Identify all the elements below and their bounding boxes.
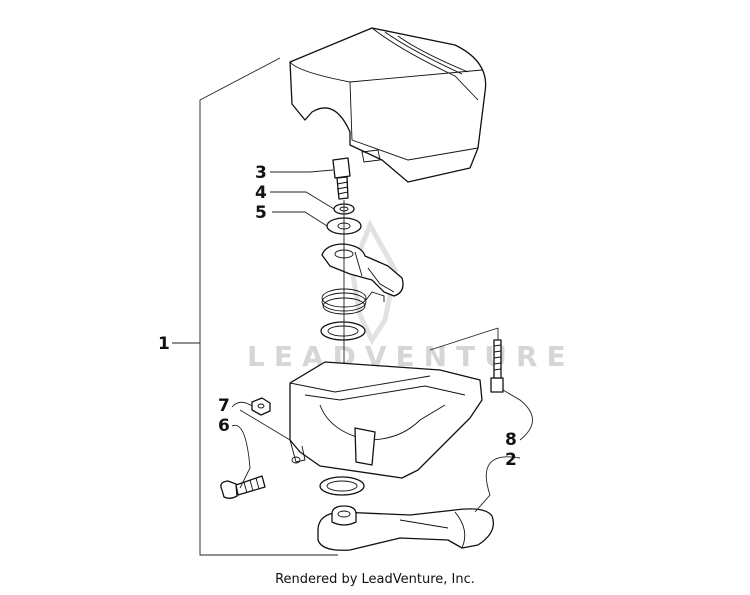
footer-credit: Rendered by LeadVenture, Inc. <box>275 572 475 587</box>
part-3-bolt <box>332 157 351 200</box>
callout-6: 6 <box>218 416 230 436</box>
part-8-screw <box>429 327 504 393</box>
callout-8: 8 <box>505 430 517 450</box>
upper-seal <box>320 321 366 341</box>
lower-housing <box>289 361 483 479</box>
part-2-throttle-lever <box>317 505 495 551</box>
callout-5: 5 <box>255 203 267 223</box>
part-6-carriage-bolt <box>220 475 266 499</box>
throttle-cam-plate <box>321 243 404 297</box>
leader-lines <box>231 169 533 513</box>
lower-seal <box>319 476 365 496</box>
torsion-spring <box>321 288 385 315</box>
watermark: LEADVENTURE <box>247 219 566 373</box>
callout-1: 1 <box>158 334 170 354</box>
callout-2: 2 <box>505 450 517 470</box>
callout-3: 3 <box>255 163 267 183</box>
assembly-bracket <box>172 57 338 556</box>
top-cover <box>289 27 487 183</box>
callout-4: 4 <box>255 183 267 203</box>
part-7-nut <box>251 397 271 416</box>
callout-7: 7 <box>218 396 230 416</box>
